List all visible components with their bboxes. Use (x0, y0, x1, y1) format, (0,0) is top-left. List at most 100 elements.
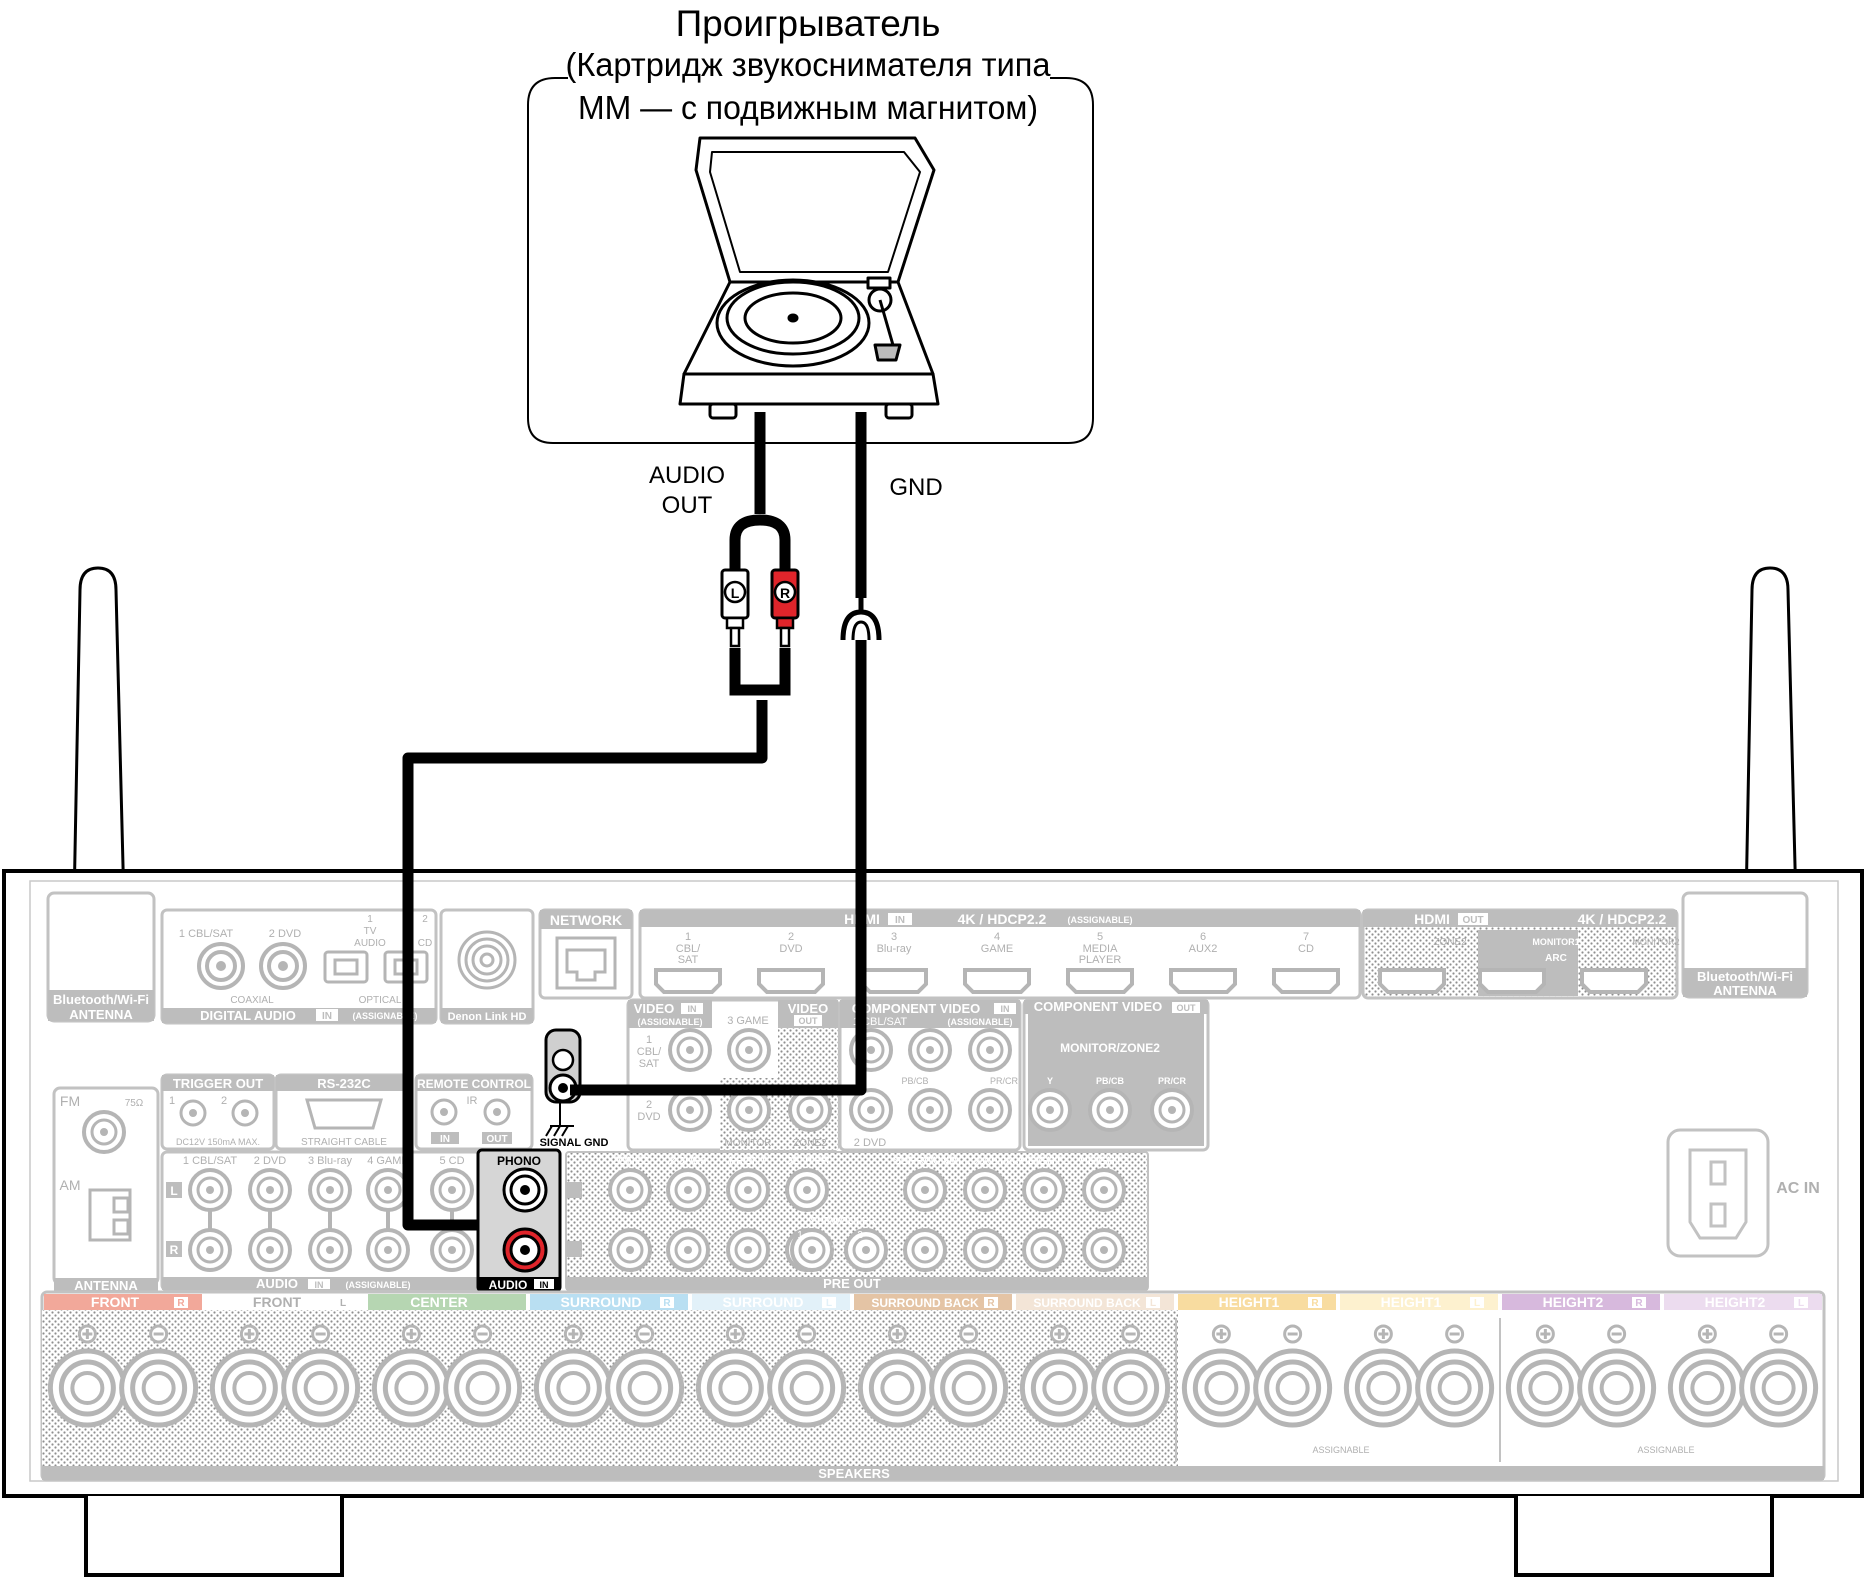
speaker-terminal[interactable] (446, 1351, 520, 1425)
turntable-group: Проигрыватель (Картридж звукоснимателя т… (527, 3, 1094, 444)
hdmi-in-port[interactable] (860, 968, 928, 994)
remote-control-label: REMOTE CONTROL (417, 1077, 531, 1091)
speaker-terminal[interactable] (698, 1351, 772, 1425)
video-in-label: VIDEO (634, 1001, 674, 1016)
audio-in-jack-l[interactable] (248, 1168, 292, 1212)
speaker-channel-name: HEIGHT1 (1219, 1294, 1280, 1310)
speaker-channel-header (1340, 1294, 1498, 1310)
hdmi-in-port[interactable] (1066, 968, 1134, 994)
pre-out-jack[interactable] (666, 1168, 710, 1212)
digital-tv-1: 1 (367, 914, 373, 925)
speaker-terminal[interactable] (1256, 1351, 1330, 1425)
speaker-channel-header (1664, 1294, 1822, 1310)
component-cbl: 1 CBL/SAT (853, 1016, 907, 1028)
audio-in-jack-r[interactable] (430, 1228, 474, 1272)
video-cbl-3: SAT (639, 1058, 660, 1070)
video-cbl-2: CBL/ (637, 1046, 662, 1058)
speaker-terminal[interactable] (1742, 1351, 1816, 1425)
pre-out-jack[interactable] (1022, 1168, 1066, 1212)
speaker-terminal[interactable] (374, 1351, 448, 1425)
speaker-terminal[interactable] (1508, 1351, 1582, 1425)
subwoofer-1: 1 (797, 1230, 803, 1241)
denon-link-panel: Denon Link HD (439, 908, 535, 1025)
pre-out-jack[interactable] (726, 1168, 770, 1212)
speaker-terminal[interactable] (1094, 1351, 1168, 1425)
hdmi-in-port[interactable] (757, 968, 825, 994)
pre-out-jack[interactable] (785, 1168, 829, 1212)
plug-left-letter: L (731, 585, 740, 601)
component-dvd: 2 DVD (854, 1137, 886, 1149)
speaker-terminal[interactable] (1022, 1351, 1096, 1425)
pre-out-jack[interactable] (903, 1168, 947, 1212)
speaker-channel-name: HEIGHT2 (1705, 1294, 1766, 1310)
speaker-terminal[interactable] (122, 1351, 196, 1425)
subwoofer-label: SUBWOOFER (810, 1216, 876, 1227)
pre-out-jack[interactable] (1082, 1168, 1126, 1212)
speakers-assignable-1: ASSIGNABLE (1312, 1445, 1369, 1455)
speaker-terminal[interactable] (1184, 1351, 1258, 1425)
audio-in-jack-r[interactable] (188, 1228, 232, 1272)
hdmi-in-port[interactable] (654, 968, 722, 994)
pre-out-jack[interactable] (726, 1228, 770, 1272)
component-in-panel: COMPONENT VIDEO IN (ASSIGNABLE) 1 CBL/SA… (838, 998, 1022, 1152)
audio-in-jack-l[interactable] (366, 1168, 410, 1212)
optical-label: OPTICAL (359, 995, 402, 1006)
trigger-spec: DC12V 150mA MAX. (176, 1137, 260, 1147)
hdmi-in-port-name: DVD (779, 943, 802, 955)
audio-in-jack-r[interactable] (248, 1228, 292, 1272)
audio-in-5: 5 CD (439, 1155, 464, 1167)
speaker-terminal[interactable] (1580, 1351, 1654, 1425)
trigger-out-panel: TRIGGER OUT 1 2 DC12V 150mA MAX. (160, 1073, 276, 1151)
straight-cable-label: STRAIGHT CABLE (301, 1137, 387, 1148)
speaker-channel-name: SURROUND BACK (1033, 1296, 1141, 1310)
trigger-2: 2 (221, 1095, 227, 1107)
hdmi-in-port-name: Blu-ray (877, 943, 912, 955)
hdmi-in-port[interactable] (1272, 968, 1340, 994)
hdmi-out-badge: OUT (1462, 915, 1483, 926)
hdmi-in-port[interactable] (1169, 968, 1237, 994)
speaker-terminal[interactable] (770, 1351, 844, 1425)
bt-antenna-left-panel: Bluetooth/Wi-Fi ANTENNA (46, 891, 156, 1023)
hdmi-in-port[interactable] (963, 968, 1031, 994)
component-out-pb: PB/CB (1096, 1076, 1125, 1086)
ac-in-label: AC IN (1776, 1180, 1820, 1197)
pre-out-jack[interactable] (608, 1228, 652, 1272)
hdmi-out-monitor1: MONITOR1 (1532, 937, 1579, 947)
speaker-side-badge: L (1798, 1298, 1804, 1309)
speaker-terminal[interactable] (1670, 1351, 1744, 1425)
network-panel: NETWORK (538, 908, 634, 1000)
speaker-terminal[interactable] (1346, 1351, 1420, 1425)
audio-in-jack-l[interactable] (430, 1168, 474, 1212)
audio-in-jack-l[interactable] (188, 1168, 232, 1212)
pre-out-jack[interactable] (1022, 1228, 1066, 1272)
hdmi-out-arc: ARC (1545, 953, 1567, 964)
phono-input-panel: PHONO AUDIO IN (476, 1148, 562, 1293)
component-out-label: COMPONENT VIDEO (1034, 999, 1163, 1014)
denon-link-label: Denon Link HD (448, 1011, 527, 1023)
rs232c-panel: RS-232C STRAIGHT CABLE (274, 1073, 414, 1151)
speaker-terminal[interactable] (536, 1351, 610, 1425)
pre-out-jack[interactable] (903, 1228, 947, 1272)
speaker-terminal[interactable] (212, 1351, 286, 1425)
speaker-terminal[interactable] (284, 1351, 358, 1425)
pre-out-jack[interactable] (963, 1228, 1007, 1272)
audio-in-jack-l[interactable] (308, 1168, 352, 1212)
speaker-side-badge: R (663, 1298, 671, 1309)
digital-in-badge: IN (322, 1011, 332, 1022)
pre-out-jack[interactable] (1082, 1228, 1126, 1272)
digital-cd-2: CD (418, 938, 432, 949)
speaker-terminal[interactable] (932, 1351, 1006, 1425)
ac-in-panel: AC IN (1666, 1128, 1820, 1258)
subwoofer-jack[interactable] (844, 1228, 888, 1272)
pre-out-jack[interactable] (608, 1168, 652, 1212)
speaker-terminal[interactable] (860, 1351, 934, 1425)
speaker-terminal[interactable] (50, 1351, 124, 1425)
speaker-terminal[interactable] (608, 1351, 682, 1425)
turntable-title: Проигрыватель (676, 3, 941, 44)
speaker-terminal[interactable] (1418, 1351, 1492, 1425)
audio-in-jack-r[interactable] (366, 1228, 410, 1272)
pre-out-jack[interactable] (666, 1228, 710, 1272)
pre-out-jack[interactable] (963, 1168, 1007, 1212)
audio-in-jack-r[interactable] (308, 1228, 352, 1272)
hdmi-in-port-num: 4 (994, 931, 1000, 943)
